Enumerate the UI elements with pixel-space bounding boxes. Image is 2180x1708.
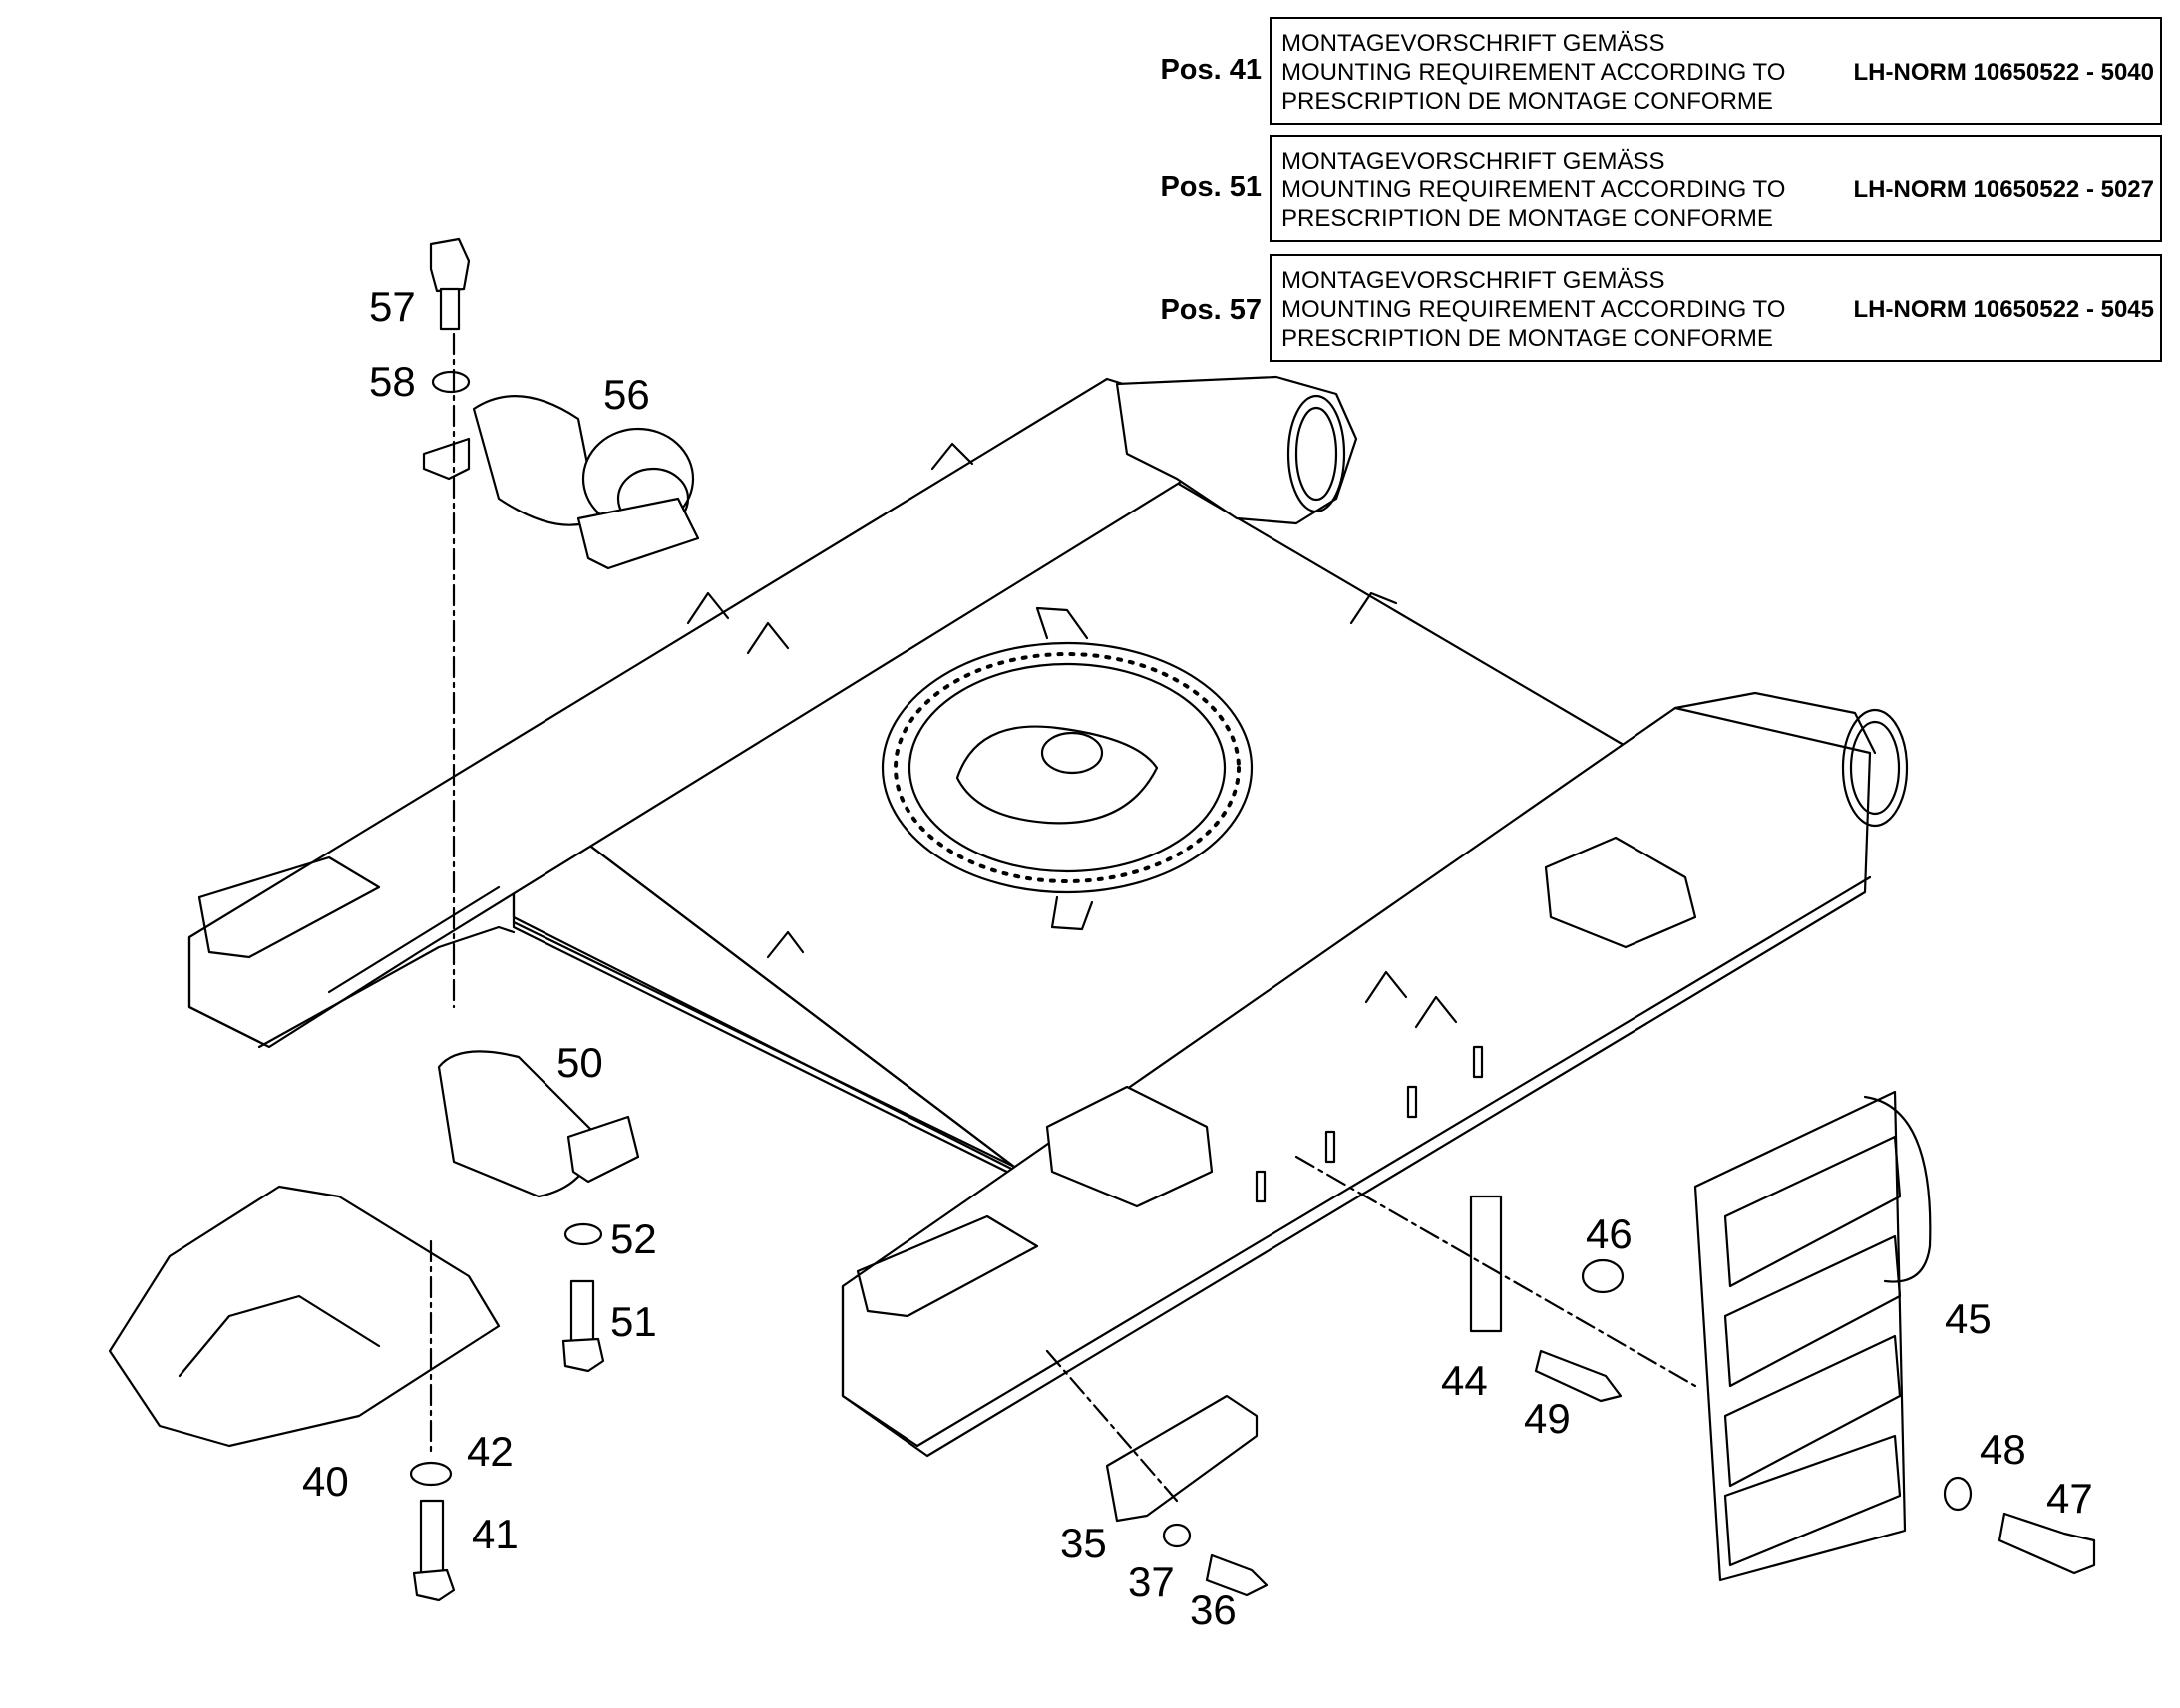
bolt-47 xyxy=(1998,1512,2096,1575)
pos-label: Pos. 57 xyxy=(1160,294,1262,326)
norm-reference: LH-NORM 10650522 - 5027 xyxy=(1853,176,2154,203)
bolt-49 xyxy=(1534,1349,1623,1403)
callout-50: 50 xyxy=(556,1039,603,1086)
callout-48: 48 xyxy=(1980,1426,2026,1473)
norm-reference: LH-NORM 10650522 - 5040 xyxy=(1853,59,2154,86)
callout-56: 56 xyxy=(603,371,650,418)
left-track-beam xyxy=(187,377,1269,1049)
bolt-57 xyxy=(429,237,471,331)
bush-46 xyxy=(1581,1258,1625,1294)
slewing-ring xyxy=(881,606,1254,931)
step-ladder-45 xyxy=(1693,1090,1932,1582)
note-line-en: MOUNTING REQUIREMENT ACCORDING TO xyxy=(1281,176,1786,203)
note-box: MONTAGEVORSCHRIFT GEMÄSS MOUNTING REQUIR… xyxy=(1270,135,2162,242)
callout-35: 35 xyxy=(1060,1520,1107,1566)
washer-42 xyxy=(409,1461,453,1487)
callout-58: 58 xyxy=(369,358,416,405)
callout-41: 41 xyxy=(472,1511,519,1557)
callout-57: 57 xyxy=(369,283,416,330)
note-line-fr: PRESCRIPTION DE MONTAGE CONFORME xyxy=(1281,88,1773,115)
beam-slots xyxy=(1255,1045,1484,1203)
cover-plate-35 xyxy=(1105,1394,1259,1523)
pos-label: Pos. 41 xyxy=(1160,54,1262,86)
callout-44: 44 xyxy=(1441,1357,1488,1404)
note-line-de: MONTAGEVORSCHRIFT GEMÄSS xyxy=(1281,148,1665,174)
washer-48 xyxy=(1943,1476,1973,1512)
callout-51: 51 xyxy=(610,1298,657,1345)
carrier-roller-50 xyxy=(437,1050,640,1198)
note-line-fr: PRESCRIPTION DE MONTAGE CONFORME xyxy=(1281,205,1773,232)
note-line-en: MOUNTING REQUIREMENT ACCORDING TO xyxy=(1281,296,1786,323)
callout-52: 52 xyxy=(610,1215,657,1262)
bolt-51 xyxy=(561,1279,605,1373)
note-line-en: MOUNTING REQUIREMENT ACCORDING TO xyxy=(1281,59,1786,86)
bolt-36 xyxy=(1205,1553,1269,1597)
callout-42: 42 xyxy=(467,1428,514,1475)
norm-reference: LH-NORM 10650522 - 5045 xyxy=(1853,296,2154,323)
note-box: MONTAGEVORSCHRIFT GEMÄSS MOUNTING REQUIR… xyxy=(1270,17,2162,125)
callout-36: 36 xyxy=(1190,1586,1237,1633)
callout-45: 45 xyxy=(1945,1295,1992,1342)
frame-lugs xyxy=(686,442,1458,1029)
bolt-41 xyxy=(412,1499,456,1602)
track-support-blocks xyxy=(1045,836,1697,1208)
callout-40: 40 xyxy=(302,1458,349,1505)
note-line-de: MONTAGEVORSCHRIFT GEMÄSS xyxy=(1281,30,1665,57)
track-guide-40 xyxy=(108,1185,501,1448)
washer-52 xyxy=(563,1222,603,1246)
callout-49: 49 xyxy=(1524,1395,1571,1442)
pos-label: Pos. 51 xyxy=(1160,171,1262,203)
washer-58 xyxy=(431,370,471,394)
callout-46: 46 xyxy=(1586,1210,1633,1257)
callout-37: 37 xyxy=(1128,1558,1175,1605)
callout-47: 47 xyxy=(2046,1475,2093,1522)
note-line-de: MONTAGEVORSCHRIFT GEMÄSS xyxy=(1281,267,1665,294)
idler-roller-56 xyxy=(422,395,700,570)
note-box: MONTAGEVORSCHRIFT GEMÄSS MOUNTING REQUIR… xyxy=(1270,254,2162,362)
bracket-44 xyxy=(1469,1195,1503,1333)
rear-sprocket-mount xyxy=(1115,375,1358,525)
note-line-fr: PRESCRIPTION DE MONTAGE CONFORME xyxy=(1281,325,1773,352)
washer-37 xyxy=(1162,1523,1192,1548)
